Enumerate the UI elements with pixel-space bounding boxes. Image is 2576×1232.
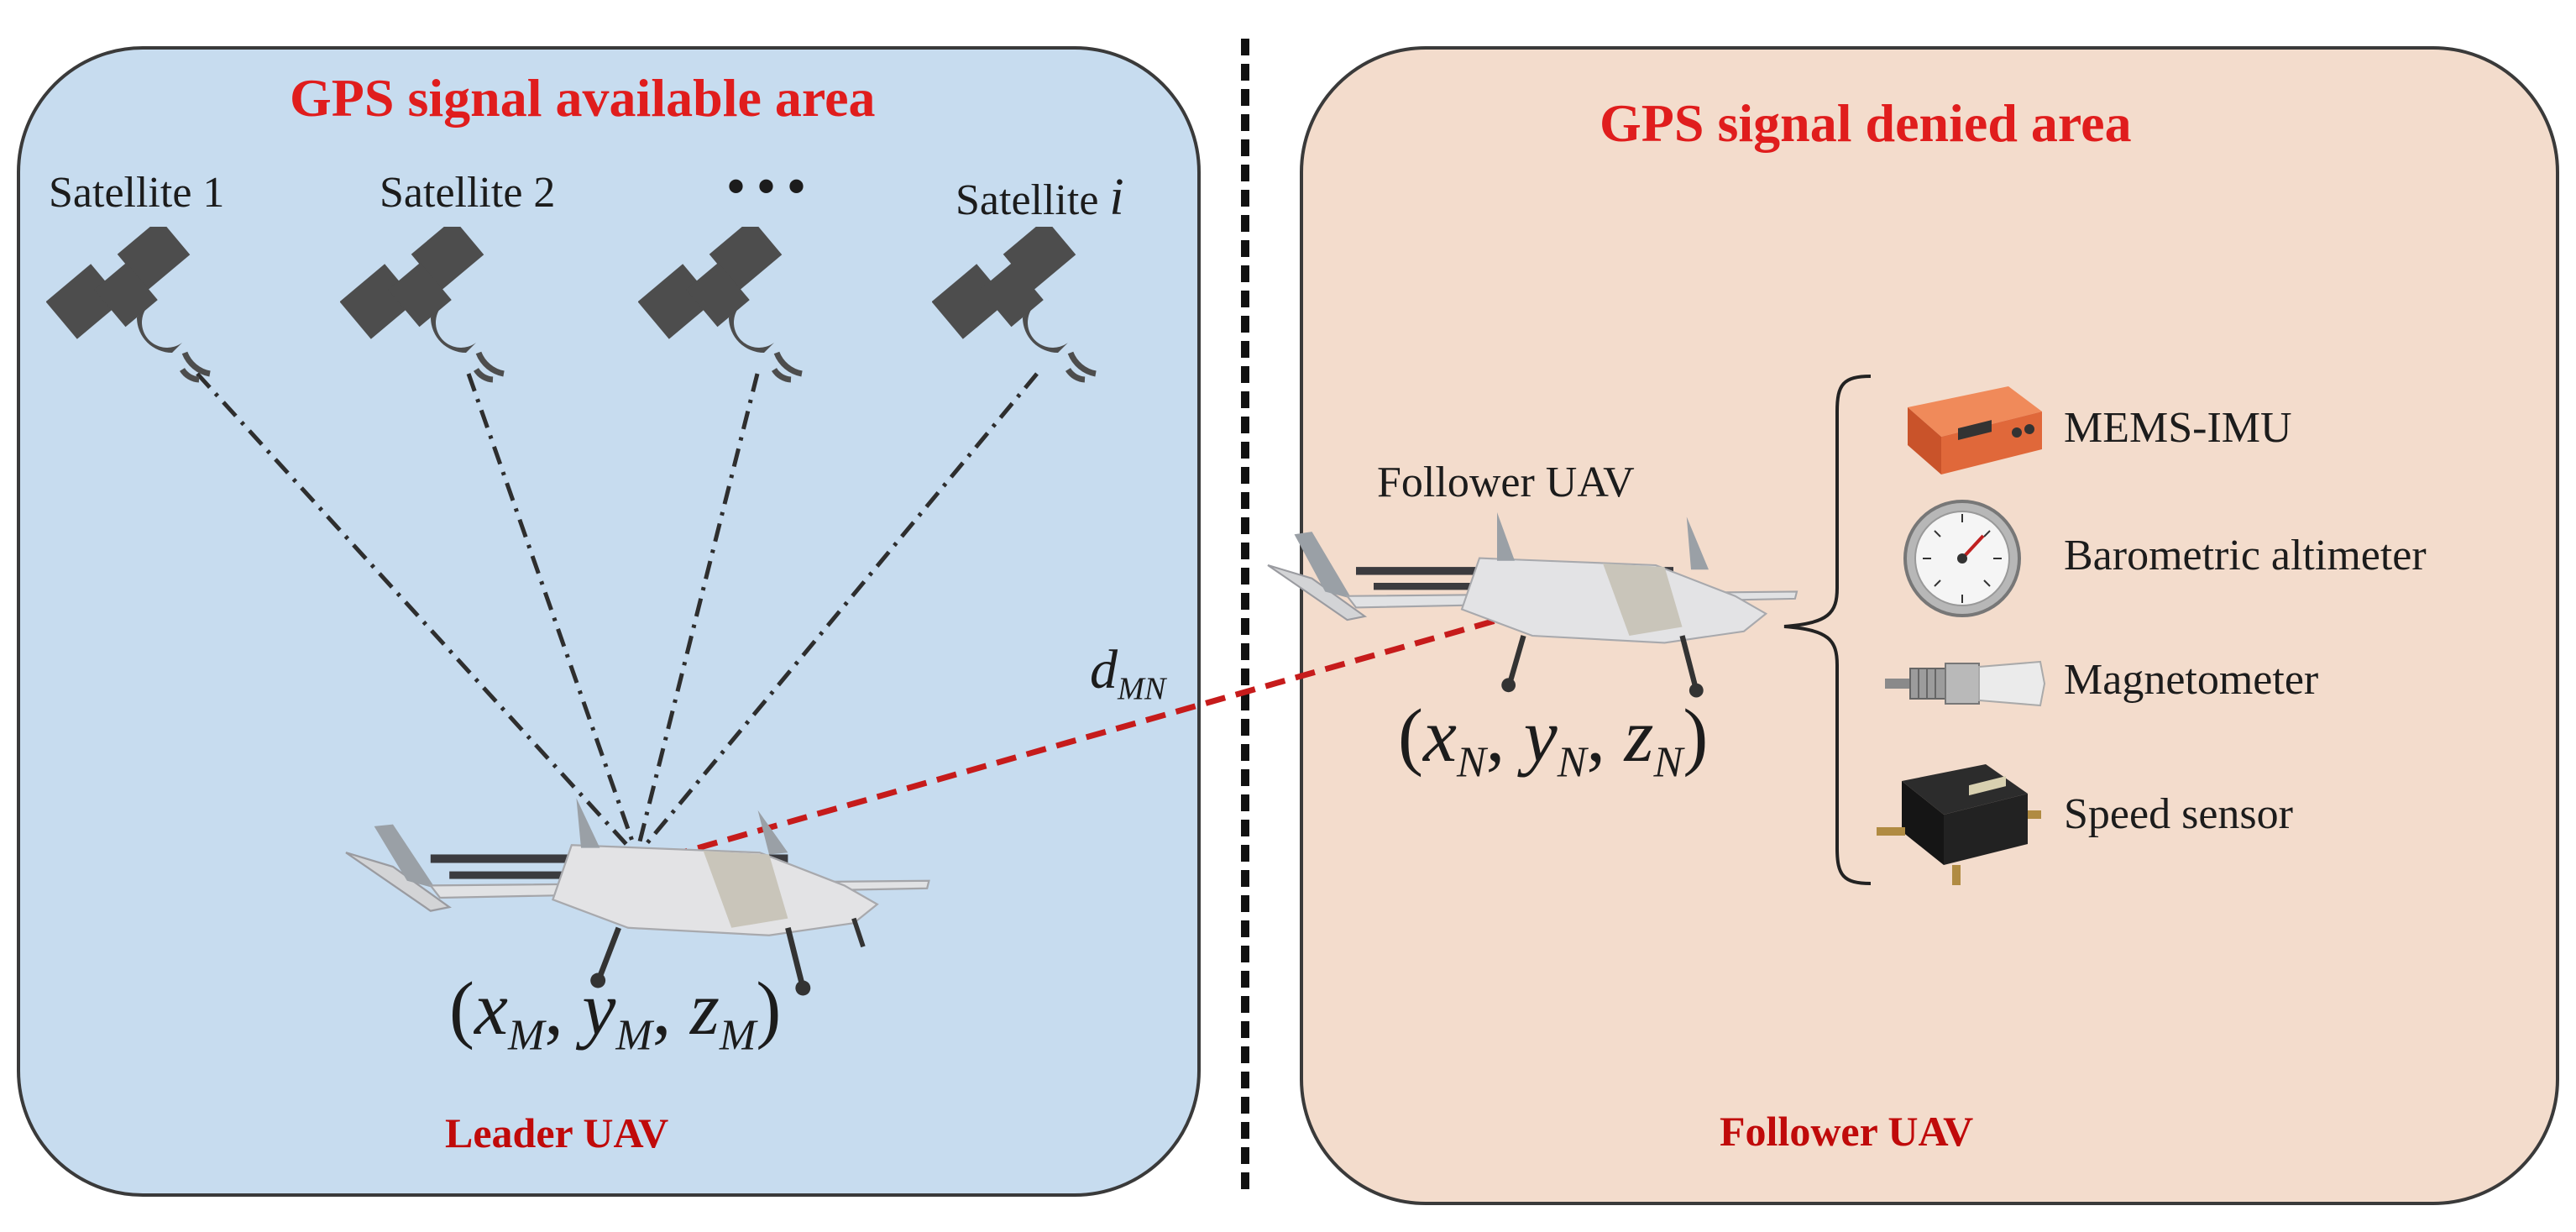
follower-uav-label: Follower UAV <box>1377 459 1635 506</box>
inter-uav-link <box>637 600 1558 868</box>
satellite-i-label: Satellite i <box>956 168 1124 228</box>
leader-x-sub: M <box>507 1010 545 1060</box>
follower-z-sub: N <box>1653 737 1683 787</box>
available-area-heading: GPS signal available area <box>290 68 876 128</box>
follower-z: z <box>1624 695 1654 778</box>
follower-uav-caption: Follower UAV <box>1720 1108 1974 1155</box>
satellite-i-icon <box>932 227 1097 383</box>
satellite-3-icon <box>638 227 803 383</box>
signal-line-1 <box>196 372 633 852</box>
leader-x: x <box>474 967 508 1051</box>
signal-line-2 <box>466 373 637 849</box>
satellite-ellipsis: • • • <box>727 159 806 214</box>
follower-y-sub: N <box>1557 737 1587 787</box>
leader-z: z <box>689 967 720 1051</box>
gps-available-area <box>17 46 1201 1197</box>
signal-line-3 <box>636 373 760 849</box>
leader-z-sub: M <box>719 1010 757 1060</box>
sensor-magnetometer-label: Magnetometer <box>2064 656 2319 704</box>
follower-x: x <box>1422 695 1457 778</box>
speed-sensor-icon <box>1877 764 2041 885</box>
satellite-2-icon <box>340 227 505 383</box>
sensor-barometric-altimeter-label: Barometric altimeter <box>2064 532 2427 579</box>
barometric-altimeter-icon <box>1903 500 2021 617</box>
satellite-i-label-text: Satellite <box>956 176 1099 224</box>
distance-label: dMN <box>1090 638 1165 707</box>
magnetometer-icon <box>1885 660 2046 707</box>
denied-area-heading: GPS signal denied area <box>1600 93 2132 153</box>
signal-line-4 <box>640 372 1039 852</box>
leader-y: y <box>582 967 616 1051</box>
leader-coordinates: (xM, yM, zM) <box>449 967 782 1060</box>
satellite-i-index: i <box>1109 169 1124 226</box>
distance-symbol: d <box>1090 639 1118 700</box>
follower-x-sub: N <box>1456 737 1486 787</box>
leader-uav-icon <box>345 798 930 996</box>
leader-y-sub: M <box>615 1010 652 1060</box>
follower-y: y <box>1523 695 1558 778</box>
follower-uav-icon <box>1267 512 1798 698</box>
follower-coordinates: (xN, yN, zN) <box>1398 695 1709 787</box>
mems-imu-icon <box>1908 386 2042 474</box>
leader-uav-caption: Leader UAV <box>445 1109 669 1156</box>
sensor-speed-sensor-label: Speed sensor <box>2064 790 2293 838</box>
area-divider <box>1241 39 1249 1189</box>
sensor-mems-imu-label: MEMS-IMU <box>2064 404 2292 452</box>
satellite-1-icon <box>46 227 211 383</box>
distance-subscript: MN <box>1118 671 1166 707</box>
sensor-bracket <box>1783 375 1872 885</box>
satellite-1-label: Satellite 1 <box>49 169 225 217</box>
satellite-2-label: Satellite 2 <box>380 169 556 217</box>
